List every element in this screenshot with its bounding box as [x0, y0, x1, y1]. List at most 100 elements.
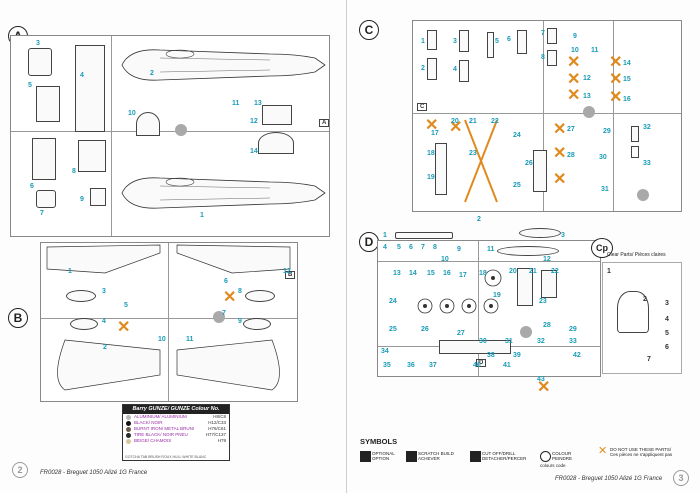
part-num-c-32: 32: [643, 124, 651, 131]
part-num-d-15: 15: [427, 270, 435, 277]
part-num-b-5: 5: [124, 302, 128, 309]
part-num-b-11: 11: [186, 336, 194, 343]
part-d-20: [517, 268, 533, 306]
left-page: A A 3 2 1 5 4 6 7 8 9 10 11 12 13 14 B B: [0, 0, 347, 493]
part-num-d-2: 2: [477, 216, 481, 223]
sprue-cp-frame: [602, 262, 682, 374]
part-a-3: [28, 48, 52, 76]
part-b-flap-left: [66, 290, 96, 302]
swatch-aluminium: [126, 414, 131, 420]
fuselage-left-half: [121, 49, 326, 81]
part-num-d-25: 25: [389, 326, 397, 333]
part-num-d-16: 16: [443, 270, 451, 277]
part-c-4: [459, 60, 469, 82]
part-num-d-6: 6: [409, 244, 413, 251]
part-d-11: [497, 246, 559, 256]
scratch-build-icon: [406, 451, 417, 462]
part-num-d-37: 37: [429, 362, 437, 369]
x-mark-c-15: ✕: [609, 71, 623, 88]
part-c-18: [435, 143, 447, 195]
part-num-c-30: 30: [599, 154, 607, 161]
part-num-d-29: 29: [569, 326, 577, 333]
x-mark-c-10: ✕: [567, 54, 581, 71]
part-b-flap-right: [245, 290, 275, 302]
part-num-a-9: 9: [80, 196, 84, 203]
part-num-b-8: 8: [238, 288, 242, 295]
part-num-d-11: 11: [487, 246, 495, 253]
part-num-d-8: 8: [433, 244, 437, 251]
part-num-a-12: 12: [250, 118, 258, 125]
sprue-d-letter: D: [359, 232, 379, 252]
part-num-d-34: 34: [381, 348, 389, 355]
swatch-burnt-iron: [126, 426, 131, 432]
legend-code: H79: [217, 438, 226, 443]
colour-legend: Barry GUNZE/ GUNZE Colour No. ALUMINIUM/…: [122, 404, 230, 461]
part-num-b-6: 6: [224, 278, 228, 285]
part-num-c-6: 6: [507, 36, 511, 43]
x-mark-c-20: ✕: [449, 119, 463, 136]
legend-name: ALUMINIUM/ ALUMINIUM: [134, 414, 187, 419]
part-num-a-4: 4: [80, 72, 84, 79]
swatch-beige: [126, 438, 131, 444]
part-num-c-20: 20: [451, 118, 459, 125]
part-num-d-27: 27: [457, 330, 465, 337]
colour-icon: [540, 451, 551, 462]
part-b-flap-left-2: [70, 318, 98, 330]
sprue-a-tag: A: [319, 119, 330, 127]
part-a-5: [36, 86, 60, 122]
part-num-d-1: 1: [383, 232, 387, 239]
part-num-c-33: 33: [643, 160, 651, 167]
part-a-7: [36, 190, 56, 208]
part-num-d-26: 26: [421, 326, 429, 333]
part-num-c-13: 13: [583, 93, 591, 100]
part-num-c-9: 9: [573, 33, 577, 40]
part-d-22: [541, 270, 557, 298]
symbol-extra: colours code: [540, 463, 566, 468]
part-num-d-12: 12: [543, 256, 551, 263]
part-a-6: [32, 138, 56, 180]
part-num-c-14: 14: [623, 60, 631, 67]
wing-lower-right: [176, 339, 280, 391]
x-mark-c-29: ✕: [553, 171, 567, 188]
part-num-d-30: 30: [479, 338, 487, 345]
part-num-d-20: 20: [509, 268, 517, 275]
part-num-d-4: 4: [383, 244, 387, 251]
part-num-cp-7: 7: [647, 356, 651, 363]
part-c-3: [459, 30, 469, 52]
part-num-b-2: 2: [103, 344, 107, 351]
part-num-d-42: 42: [573, 352, 581, 359]
part-num-d-28: 28: [543, 322, 551, 329]
x-mark-c-14: ✕: [609, 54, 623, 71]
legend-row: TIRE BLACK/ NOIR PNEU H77/C137: [123, 432, 229, 438]
symbol-text: COLOUR PEINDRE: [552, 451, 573, 461]
legend-code: H76/C61: [208, 426, 226, 431]
part-c-2: [427, 58, 437, 80]
part-c-7: [547, 28, 557, 44]
x-mark-b-7: ✕: [223, 289, 237, 306]
part-a-14: [258, 132, 294, 154]
sprue-d-tag: D: [476, 359, 487, 367]
legend-row: BURNT IRON/ METAL BRUNI H76/C61: [123, 426, 229, 432]
x-icon: ✕: [598, 445, 608, 457]
legend-name: BLACK/ NOIR: [134, 420, 163, 425]
part-num-a-1: 1: [200, 212, 204, 219]
part-d-1: [395, 232, 453, 239]
part-num-c-3: 3: [453, 38, 457, 45]
page-number-left: 2: [12, 462, 28, 478]
part-num-a-11: 11: [232, 100, 240, 107]
part-num-d-24: 24: [389, 298, 397, 305]
wing-upper-right: [176, 244, 291, 274]
x-mark-c-12: ✕: [567, 71, 581, 88]
part-num-cp-2: 2: [643, 296, 647, 303]
wing-lower-left: [57, 339, 161, 391]
page-number-right: 3: [673, 470, 689, 486]
symbols-title: SYMBOLS: [360, 437, 398, 446]
part-num-a-2: 2: [150, 70, 154, 77]
part-num-cp-5: 5: [665, 330, 669, 337]
sprue-cp-letter: Cp: [591, 238, 613, 258]
legend-row: BLACK/ NOIR H12/C33: [123, 420, 229, 426]
part-num-b-9: 9: [238, 318, 242, 325]
part-num-d-21: 21: [529, 268, 537, 275]
part-num-b-7: 7: [222, 310, 226, 317]
part-num-d-18: 18: [479, 270, 487, 277]
